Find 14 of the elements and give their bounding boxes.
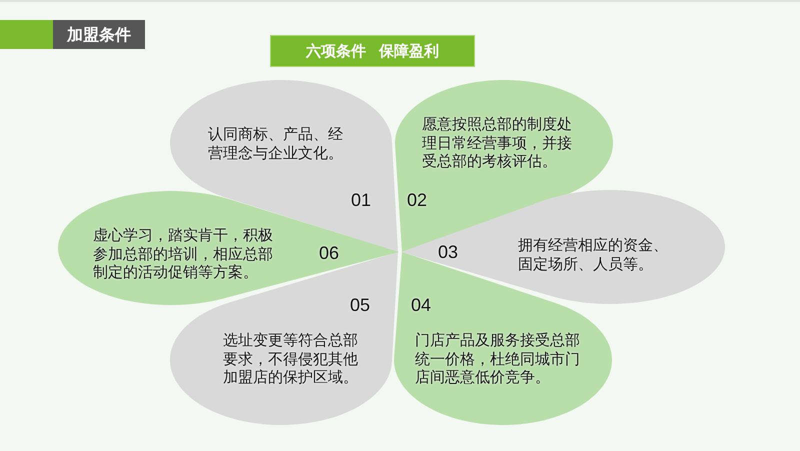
petal-text: 虚心学习，踏实肯干，积极参加总部的培训，相应总部制定的活动促销等方案。	[93, 226, 274, 282]
petal-text: 选址变更等符合总部要求，不得侵犯其他加盟店的保护区域。	[223, 331, 359, 386]
petal-text: 拥有经营相应的资金、固定场所、人员等。	[518, 236, 669, 273]
petal-text: 门店产品及服务接受总部统一价格，杜绝同城市门店间恶意低价竞争。	[415, 331, 581, 386]
step-number: 03	[438, 242, 458, 262]
petal-text: 愿意按照总部的制度处理日常经营事项，并接受总部的考核评估。	[422, 115, 573, 170]
step-number: 05	[350, 295, 370, 315]
step-number: 06	[319, 243, 340, 263]
petal-text: 认同商标、产品、经营理念与企业文化。	[208, 125, 344, 162]
step-number: 04	[411, 295, 432, 315]
step-number: 02	[407, 190, 428, 210]
subtitle-banner: 六项条件 保障盈利	[270, 35, 475, 67]
step-number: 01	[351, 190, 372, 210]
section-title: 加盟条件	[53, 20, 145, 49]
